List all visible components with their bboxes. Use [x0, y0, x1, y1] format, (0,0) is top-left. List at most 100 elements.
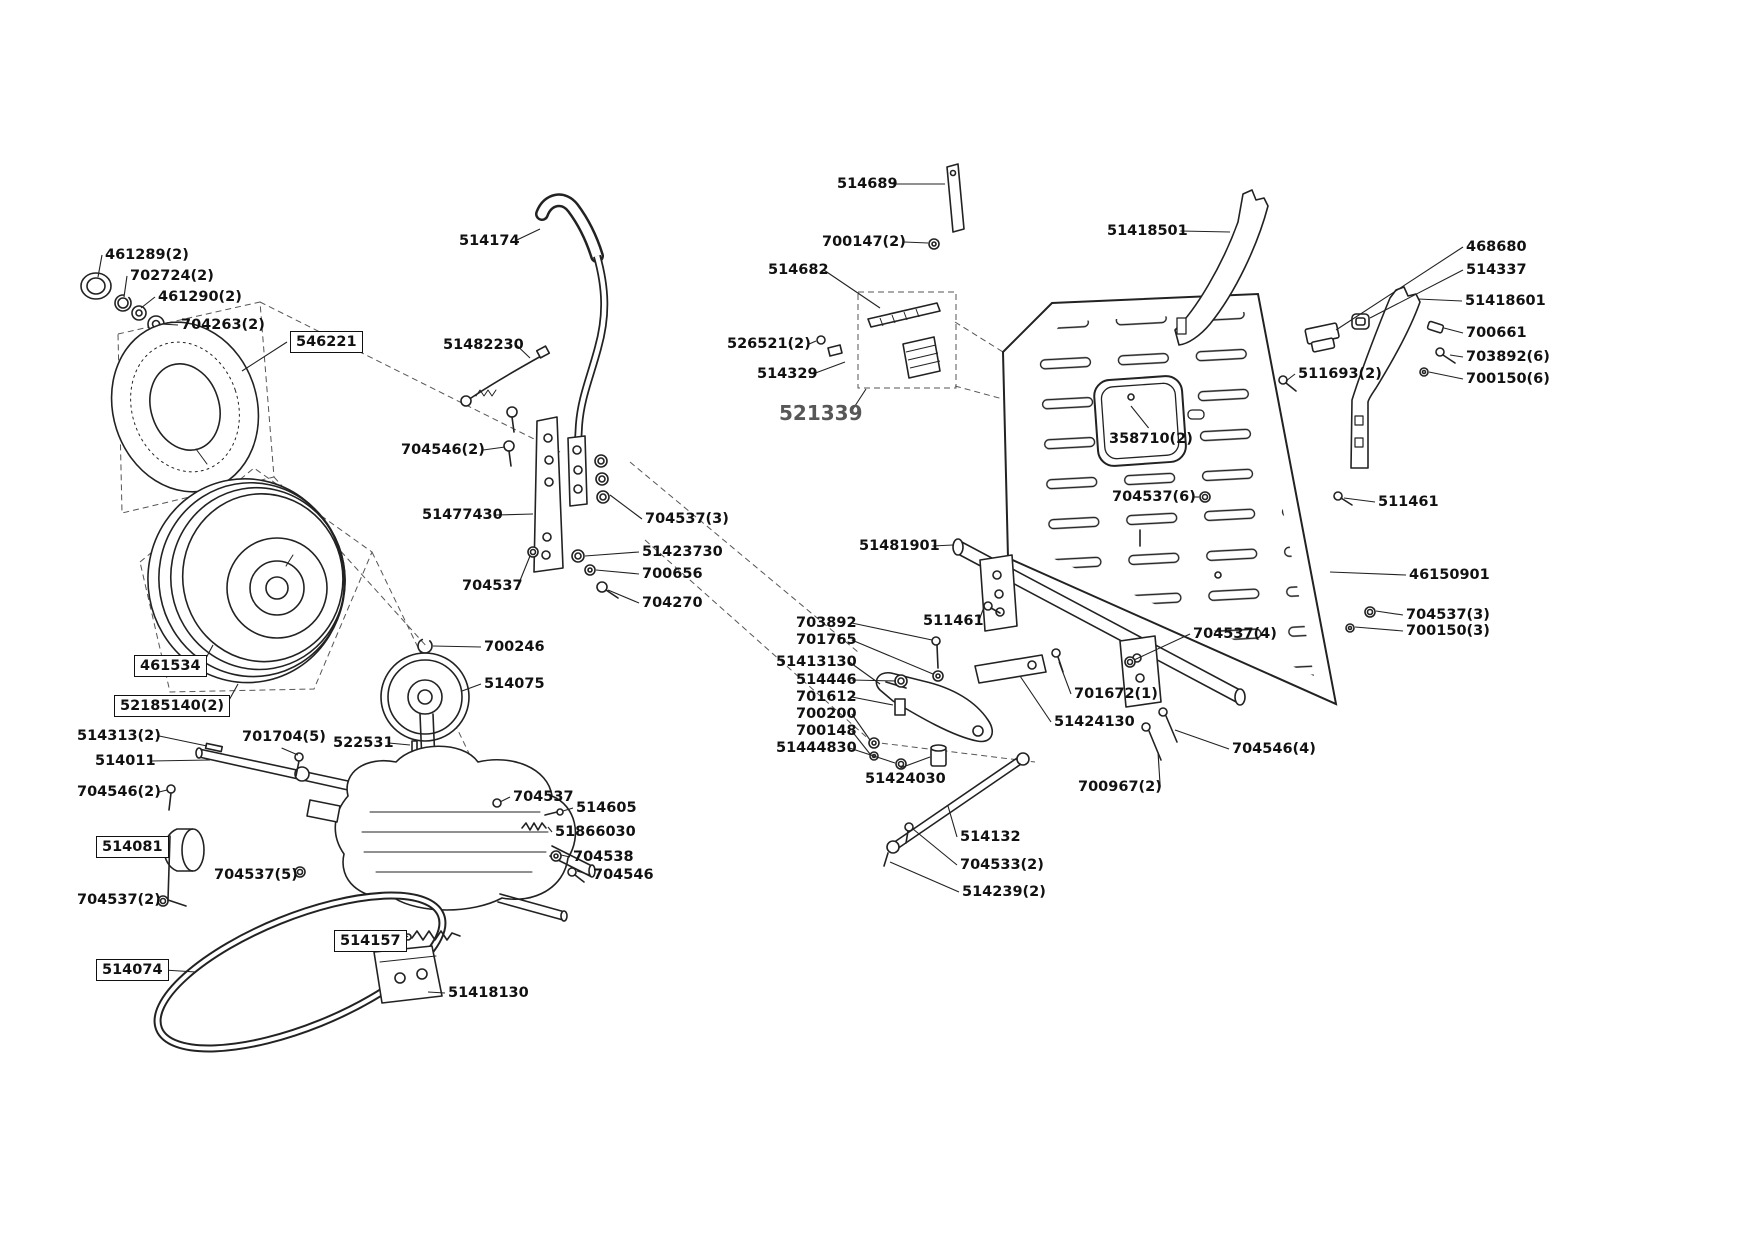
nut-704537-4 — [1124, 656, 1136, 668]
leader-line — [1335, 246, 1464, 331]
leader-line — [978, 606, 985, 622]
bracket-51424130 — [974, 654, 1047, 684]
pin-700661 — [1426, 320, 1445, 334]
rod-514682 — [867, 302, 941, 328]
leader-line — [851, 679, 897, 682]
bolt-704546-4 — [1158, 707, 1168, 717]
leader-line — [812, 361, 846, 375]
nut-704537-5 — [294, 866, 306, 878]
washer-704538 — [550, 850, 562, 862]
valve-stem — [195, 448, 208, 465]
leader-line — [1157, 751, 1161, 788]
leader-line — [432, 645, 482, 648]
tube-fasteners — [931, 601, 1178, 761]
spring-514157 — [404, 930, 461, 941]
nut-700147 — [928, 238, 940, 250]
bolt-704546 — [567, 867, 577, 877]
handle-bracket-51418501 — [1174, 189, 1269, 346]
nut-704537-3 — [1364, 606, 1376, 618]
leader-line — [849, 747, 896, 764]
leader-line — [1428, 371, 1464, 380]
leader-line — [560, 854, 571, 858]
bolt-701672 — [1051, 648, 1061, 658]
leader-lines — [97, 183, 1464, 994]
leader-line — [1443, 327, 1464, 334]
leader-line — [584, 551, 640, 557]
small-fasteners-right — [1278, 320, 1456, 633]
leader-line — [1343, 497, 1376, 503]
screw-703892-6 — [1435, 347, 1445, 357]
leader-line — [889, 861, 960, 893]
washer-700150-3 — [1345, 623, 1355, 633]
bracket-514081 — [163, 828, 205, 907]
leader-line — [562, 807, 574, 812]
leader-line — [1449, 354, 1464, 358]
bolt-514446 — [894, 674, 908, 688]
leader-line — [607, 589, 640, 604]
leader-line — [947, 805, 958, 838]
leader-line — [1417, 298, 1463, 302]
leader-line — [1133, 633, 1191, 661]
leader-line — [1285, 373, 1296, 382]
leader-line — [241, 341, 288, 372]
leader-line — [609, 494, 643, 520]
clip-526521 — [816, 335, 826, 345]
leader-line — [851, 639, 934, 675]
leader-line — [851, 696, 894, 706]
brake-lever-51413130 — [875, 672, 993, 743]
washer-700150-6 — [1419, 367, 1429, 377]
leader-line — [427, 991, 446, 994]
leader-line — [1329, 571, 1407, 576]
leader-line — [483, 446, 506, 451]
pin-701612 — [894, 698, 906, 716]
leader-line — [576, 870, 591, 876]
retainer-clip-700246 — [417, 638, 433, 654]
leader-line — [1375, 610, 1404, 616]
pulley-514075 — [380, 638, 470, 753]
leader-line — [1180, 230, 1231, 233]
leader-line — [1369, 269, 1464, 319]
leader-line — [808, 340, 817, 345]
leader-line — [1354, 626, 1404, 632]
shift-plate-51477430 — [533, 416, 588, 573]
leader-line — [123, 275, 128, 298]
nut-704537-6 — [1199, 491, 1211, 503]
leader-line — [225, 683, 239, 707]
leader-line — [163, 969, 197, 973]
shift-handle-514174 — [535, 193, 609, 479]
rear-panel-46150901 — [1001, 292, 1338, 706]
handle-bracket-51418601 — [1350, 286, 1421, 469]
cable-51482230 — [460, 345, 551, 407]
leader-line — [1058, 661, 1072, 695]
leader-line — [900, 756, 931, 769]
gate-514329 — [902, 336, 941, 379]
switch-468680 — [1304, 322, 1340, 353]
fasteners-mid — [503, 406, 619, 599]
stud-514239 — [883, 852, 889, 867]
bolt-704546-2 — [166, 784, 176, 794]
trans-fasteners — [492, 798, 585, 883]
leader-line — [912, 828, 958, 866]
leader-line — [159, 789, 168, 793]
leader-line — [150, 759, 211, 762]
leader-line — [495, 513, 534, 516]
leader-line — [1019, 675, 1052, 723]
screw-703892 — [931, 636, 941, 646]
tube-brackets — [974, 554, 1162, 708]
nut-704537-2 — [157, 895, 169, 907]
leader-line — [849, 388, 867, 414]
leader-line — [851, 730, 871, 755]
bracket-51418130 — [373, 945, 443, 1004]
fitting-514605 — [556, 808, 564, 816]
leader-line — [97, 254, 103, 278]
leader-line — [159, 323, 179, 326]
ball-joint-704533 — [886, 840, 900, 854]
leader-line — [281, 747, 299, 756]
screw-511461-a — [1333, 491, 1343, 501]
washer-700200 — [868, 737, 880, 749]
spring-51866030 — [521, 822, 547, 831]
leader-line — [140, 296, 156, 309]
hub-hardware — [80, 272, 165, 333]
